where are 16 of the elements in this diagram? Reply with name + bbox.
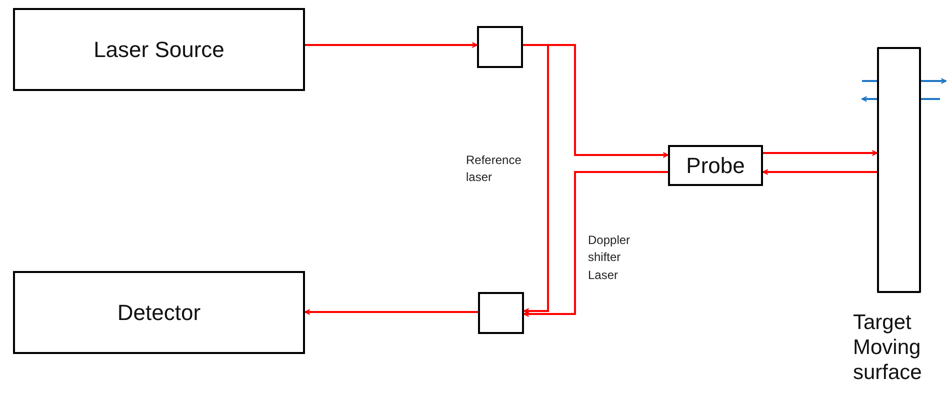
arrow	[305, 42, 478, 48]
arrow	[523, 44, 549, 314]
arrow	[523, 171, 668, 317]
arrow	[762, 169, 877, 175]
splitter-box	[477, 26, 523, 68]
process-box	[13, 271, 305, 354]
arrow	[304, 309, 478, 315]
process-box	[668, 145, 763, 186]
node-label: Laser Source	[94, 36, 224, 62]
node-label: Detector	[117, 300, 201, 326]
arrow	[763, 150, 878, 156]
target-bar	[877, 47, 921, 293]
node-label: Probe	[686, 152, 745, 178]
splitter-box	[478, 292, 524, 334]
process-box	[13, 8, 305, 91]
node-caption: Target Moving surface	[853, 310, 923, 386]
